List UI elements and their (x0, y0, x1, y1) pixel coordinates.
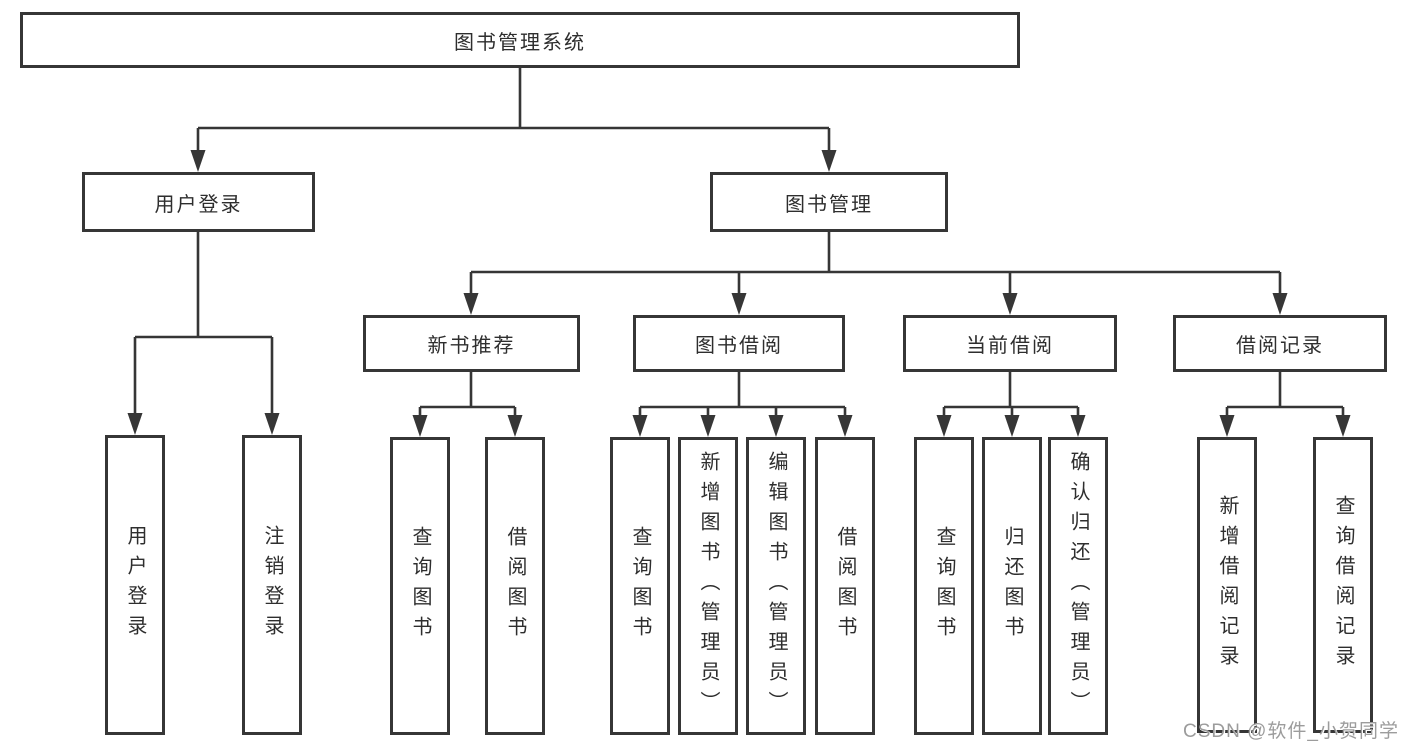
node-user-login: 用户登录 (82, 172, 315, 232)
node-label: 借阅记录 (1236, 335, 1324, 357)
leaf-return-books: 归还图书 (982, 437, 1042, 735)
node-book-borrowing: 图书借阅 (633, 315, 845, 372)
node-library-management-system: 图书管理系统 (20, 12, 1020, 68)
node-label: 编辑图书（管理员） (765, 451, 787, 721)
node-label: 用户登录 (154, 193, 243, 216)
node-label: 查询借阅记录 (1332, 495, 1354, 675)
arrowheads (127, 150, 1351, 437)
leaf-edit-books-admin: 编辑图书（管理员） (746, 437, 806, 735)
leaf-logout: 注销登录 (242, 435, 302, 735)
node-label: 归还图书 (1001, 526, 1023, 646)
leaf-add-borrow-record: 新增借阅记录 (1197, 437, 1257, 733)
csdn-watermark: CSDN @软件_小贺同学 (1183, 721, 1399, 742)
node-label: 图书借阅 (695, 335, 783, 357)
leaf-query-books-current: 查询图书 (914, 437, 974, 735)
node-label: 用户登录 (124, 525, 146, 645)
node-label: 新增借阅记录 (1216, 495, 1238, 675)
node-label: 查询图书 (409, 526, 431, 646)
leaf-query-books-borrowing: 查询图书 (610, 437, 670, 735)
node-label: 查询图书 (933, 526, 955, 646)
leaf-borrow-books: 借阅图书 (815, 437, 875, 735)
node-current-borrowing: 当前借阅 (903, 315, 1117, 372)
node-label: 图书管理 (785, 193, 873, 216)
node-label: 图书管理系统 (454, 31, 586, 54)
leaf-query-books-recommendation: 查询图书 (390, 437, 450, 735)
leaf-query-borrow-record: 查询借阅记录 (1313, 437, 1373, 733)
leaf-confirm-return-admin: 确认归还（管理员） (1048, 437, 1108, 735)
node-label: 借阅图书 (834, 526, 856, 646)
node-label: 当前借阅 (966, 335, 1054, 357)
node-book-management: 图书管理 (710, 172, 948, 232)
leaf-add-books-admin: 新增图书（管理员） (678, 437, 738, 735)
node-label: 注销登录 (261, 525, 283, 645)
node-label: 确认归还（管理员） (1067, 451, 1089, 721)
node-label: 新书推荐 (427, 335, 516, 357)
leaf-borrow-books-recommendation: 借阅图书 (485, 437, 545, 735)
node-new-book-recommendation: 新书推荐 (363, 315, 580, 372)
node-label: 借阅图书 (504, 526, 526, 646)
node-label: 查询图书 (629, 526, 651, 646)
node-borrowing-records: 借阅记录 (1173, 315, 1387, 372)
leaf-user-login: 用户登录 (105, 435, 165, 735)
node-label: 新增图书（管理员） (697, 451, 719, 721)
